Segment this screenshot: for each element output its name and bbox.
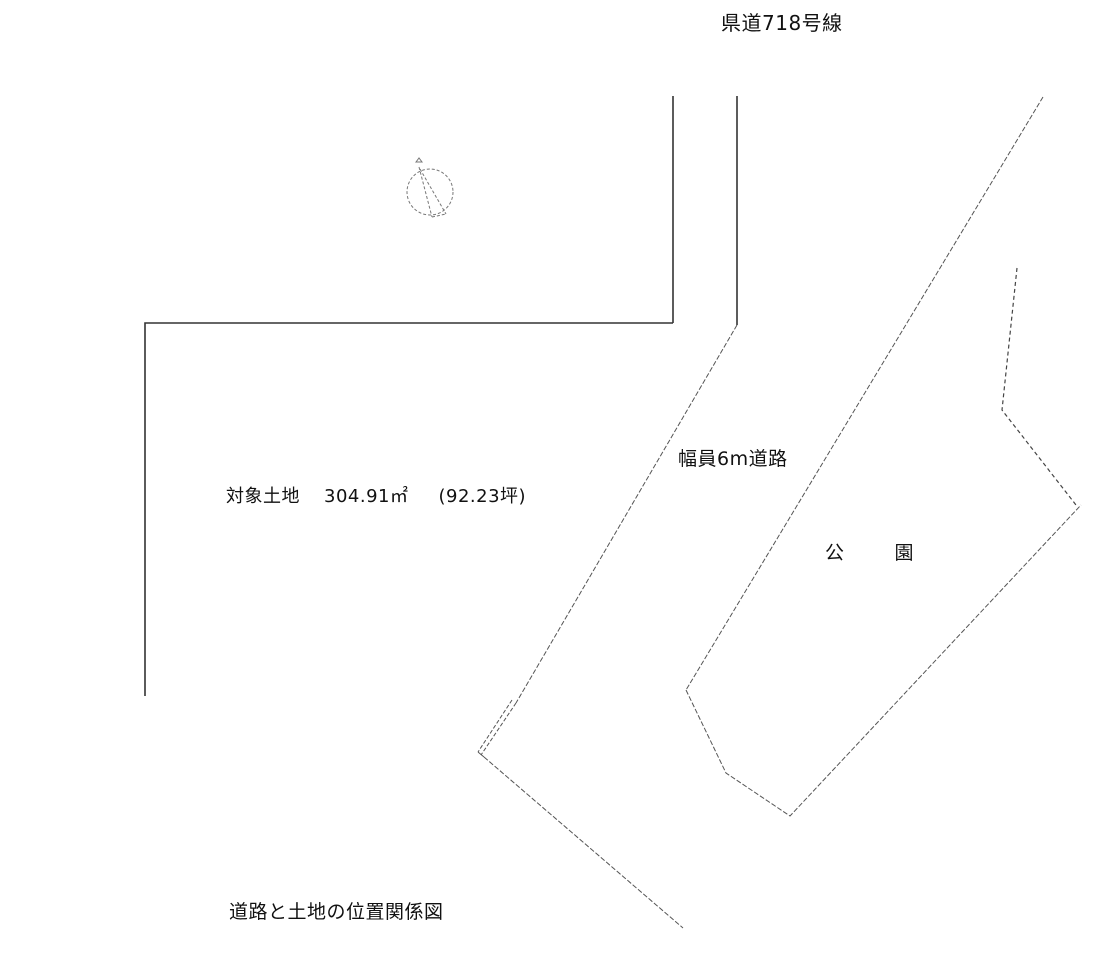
- park-label-char1: 公: [825, 542, 845, 564]
- road-west-edge: [477, 324, 738, 929]
- diagram-caption: 道路と土地の位置関係図: [229, 901, 444, 923]
- subject-land-area-m2: 304.91㎡: [324, 486, 409, 507]
- subject-land-name: 対象土地: [226, 486, 300, 507]
- park-boundary: [685, 267, 1082, 817]
- park-label: 公園: [825, 544, 914, 563]
- road-east-edge: [685, 96, 1044, 691]
- subject-land-boundary: [144, 322, 673, 696]
- subject-land-area-tsubo: (92.23坪): [438, 486, 527, 507]
- prefectural-road-boundary: [672, 96, 738, 325]
- north-arrow-icon: [406, 157, 454, 218]
- subject-land-label: 対象土地 304.91㎡ (92.23坪): [226, 488, 526, 506]
- park-label-char2: 園: [894, 542, 915, 564]
- road-width-label: 幅員6m道路: [678, 448, 788, 470]
- prefectural-road-label: 県道718号線: [721, 11, 843, 35]
